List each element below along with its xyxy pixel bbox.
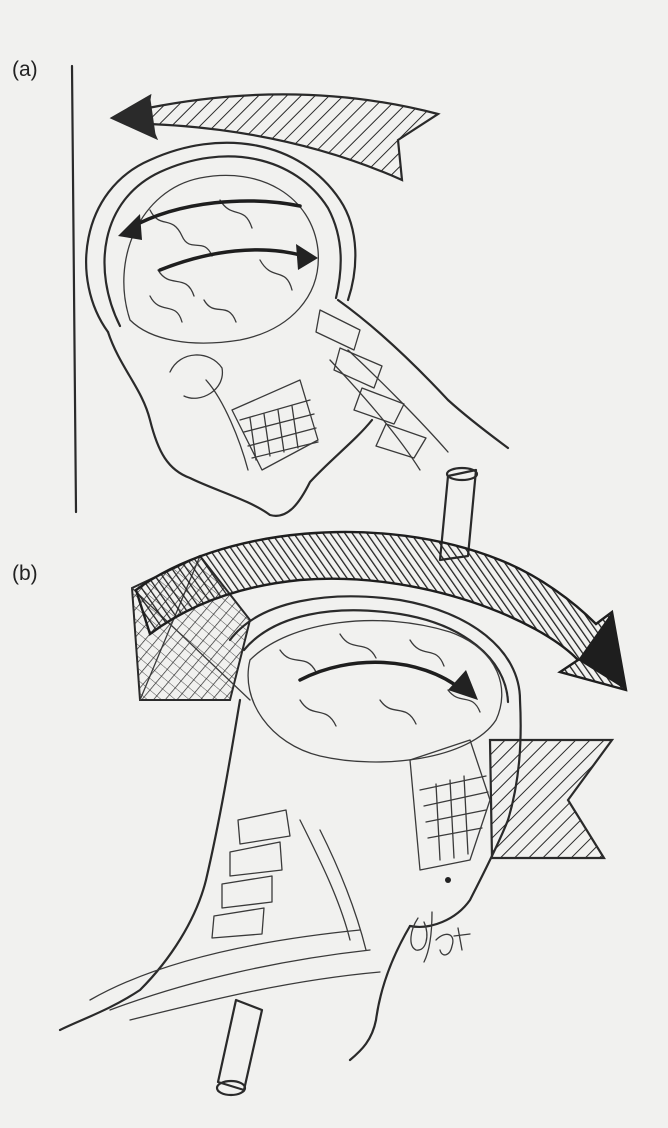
head-motion-arrow-a bbox=[112, 94, 438, 180]
skull-a bbox=[86, 143, 508, 516]
skull-b bbox=[60, 596, 521, 1060]
panel-a bbox=[72, 66, 508, 516]
reference-line bbox=[72, 66, 76, 512]
hatched-flag bbox=[490, 740, 612, 858]
artist-signature bbox=[411, 912, 470, 962]
panel-b bbox=[60, 468, 626, 1095]
